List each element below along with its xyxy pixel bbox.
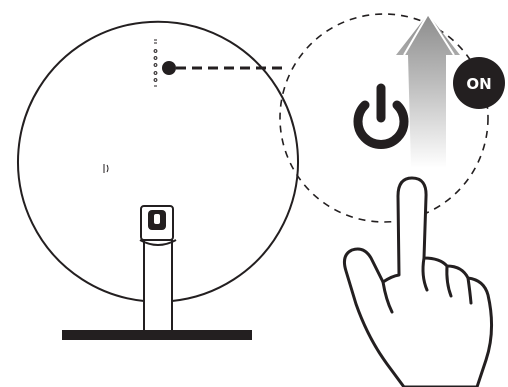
power-icon (353, 83, 409, 150)
indicator-marks (153, 39, 158, 87)
sensor-mark (103, 164, 109, 173)
on-badge: ON (453, 57, 505, 109)
on-label: ON (466, 75, 491, 93)
stand-base (62, 330, 252, 340)
power-button-dot (162, 61, 176, 75)
stand-neck (139, 238, 177, 330)
swipe-up-arrow-icon (396, 12, 460, 168)
pointing-hand-icon (343, 176, 494, 387)
device-body (17, 20, 299, 302)
zoom-callout-circle (279, 13, 489, 223)
neck-connector (140, 205, 174, 241)
